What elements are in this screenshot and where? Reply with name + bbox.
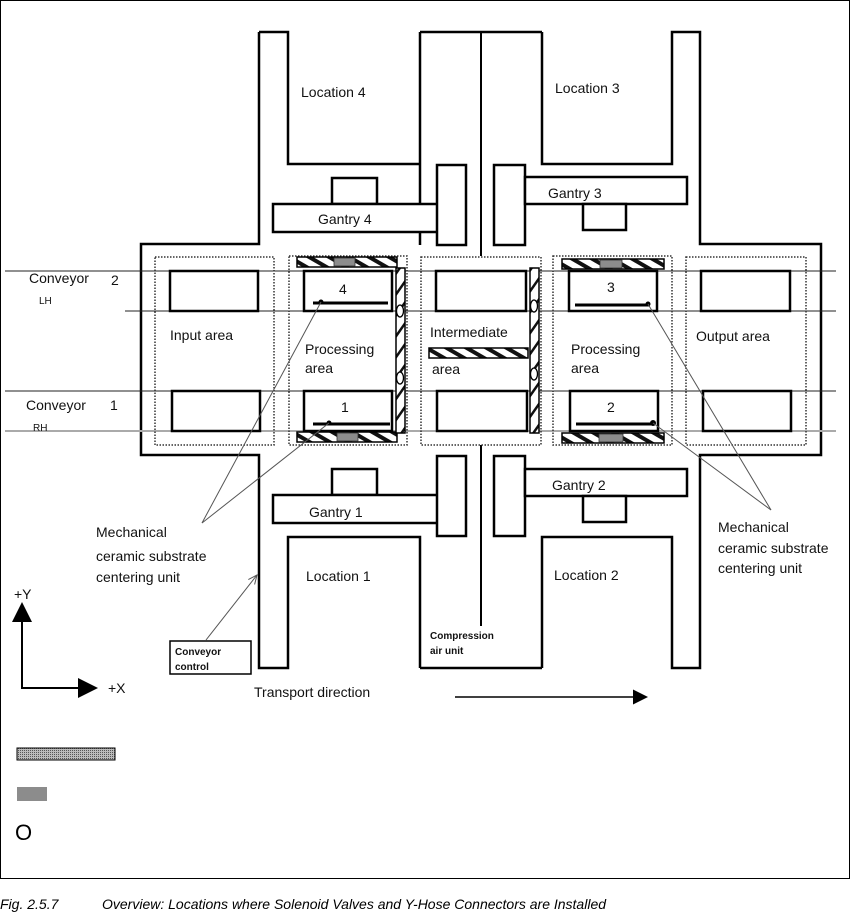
conveyor-2-side: LH	[39, 296, 52, 307]
processing-left-boundary	[288, 255, 408, 446]
input-slot-rh	[170, 389, 262, 433]
legend-circle-symbol: O	[15, 820, 32, 845]
leader-centering-right-b	[652, 422, 772, 511]
centering-left-line-3: centering unit	[96, 569, 180, 585]
intermediate-label-2: area	[432, 361, 460, 377]
vertical-strip-left	[395, 267, 406, 434]
conveyor-2-label: Conveyor	[29, 270, 89, 286]
gantry-2-beam	[523, 467, 689, 498]
gantry-3-beam	[523, 175, 689, 206]
leader-conveyor-control	[205, 575, 257, 641]
station-3-number: 3	[607, 279, 615, 295]
valve-4	[333, 257, 356, 267]
location-3-label: Location 3	[555, 80, 620, 96]
gantry-4-carriage	[330, 176, 379, 206]
gantry-3-upright	[492, 163, 527, 247]
machine-outline	[139, 30, 823, 670]
leader-centering-left-b	[201, 422, 330, 524]
conveyor-control-line-2: control	[175, 662, 209, 673]
centering-right-line-3: centering unit	[718, 560, 802, 576]
gantry-1-carriage	[330, 467, 379, 497]
conveyor-control-box	[169, 640, 252, 675]
processing-left-label-2: area	[305, 360, 333, 376]
conveyor-1-side: RH	[33, 423, 47, 434]
gantry-1-upright	[435, 454, 468, 538]
gantry-2-upright	[492, 454, 527, 538]
gantry-3-carriage	[581, 202, 628, 232]
conveyor-1-label: Conveyor	[26, 397, 86, 413]
leader-centering-left-a	[201, 301, 322, 524]
intermediate-area-boundary	[420, 256, 542, 446]
station-4-number: 4	[339, 281, 347, 297]
gantry-2-carriage	[581, 494, 628, 524]
gantry-4-upright	[435, 163, 468, 247]
leader-centering-right-a	[647, 303, 772, 511]
centering-right-line-2: ceramic substrate	[718, 540, 829, 556]
output-area-label: Output area	[696, 328, 770, 344]
conveyor-2-number: 2	[111, 272, 119, 288]
station-1-number: 1	[341, 399, 349, 415]
legend-hatched-bar-symbol	[16, 747, 116, 761]
station-4-slot	[302, 269, 394, 313]
vertical-strip-right	[529, 267, 540, 434]
compression-air-line-2: air unit	[430, 646, 464, 657]
gantry-3-label: Gantry 3	[548, 185, 602, 201]
intermediate-centering-bar	[428, 347, 529, 359]
compression-air-line-1: Compression	[430, 631, 494, 642]
processing-left-label-1: Processing	[305, 341, 374, 357]
conveyor-control-line-1: Conveyor	[175, 647, 221, 658]
y-hose-connector-4	[529, 367, 539, 381]
y-axis-label: +Y	[14, 586, 32, 602]
station-2-number: 2	[607, 399, 615, 415]
y-hose-connector-1	[395, 304, 405, 318]
y-hose-connector-2	[395, 371, 405, 385]
centering-left-line-1: Mechanical	[96, 524, 167, 540]
gantry-4-label: Gantry 4	[318, 211, 372, 227]
figure-caption-text: Overview: Locations where Solenoid Valve…	[102, 896, 607, 912]
processing-right-label-1: Processing	[571, 341, 640, 357]
location-2-label: Location 2	[554, 567, 619, 583]
gantry-1-beam	[271, 493, 465, 525]
intermediate-slot-rh	[435, 389, 529, 433]
diagram-frame	[0, 0, 850, 879]
output-slot-lh	[699, 269, 792, 313]
y-hose-connector-3	[529, 299, 539, 313]
valve-2	[598, 433, 624, 443]
figure-caption: Fig. 2.5.7 Overview: Locations where Sole…	[0, 896, 606, 912]
transport-direction-label: Transport direction	[254, 684, 370, 700]
output-area-boundary	[685, 256, 807, 446]
valve-3	[599, 259, 623, 269]
input-area-boundary	[154, 256, 275, 446]
input-area-label: Input area	[170, 327, 233, 343]
x-axis-label: +X	[108, 680, 126, 696]
processing-right-boundary	[552, 255, 673, 446]
output-slot-rh	[701, 389, 793, 433]
centering-left-line-2: ceramic substrate	[96, 548, 207, 564]
centering-right-line-1: Mechanical	[718, 519, 789, 535]
gantry-1-label: Gantry 1	[309, 504, 363, 520]
intermediate-label-1: Intermediate	[430, 324, 508, 340]
location-4-label: Location 4	[301, 84, 366, 100]
location-1-label: Location 1	[306, 568, 371, 584]
intermediate-slot-lh	[434, 269, 528, 313]
valve-1	[336, 432, 359, 442]
gantry-2-label: Gantry 2	[552, 477, 606, 493]
layout-diagram: Location 4 Location 3 Location 1 Locatio…	[5, 30, 836, 845]
processing-right-label-2: area	[571, 360, 599, 376]
figure-number: Fig. 2.5.7	[0, 896, 59, 912]
input-slot-lh	[168, 269, 260, 313]
conveyor-1-number: 1	[110, 397, 118, 413]
legend-gray-block-symbol	[17, 787, 47, 801]
